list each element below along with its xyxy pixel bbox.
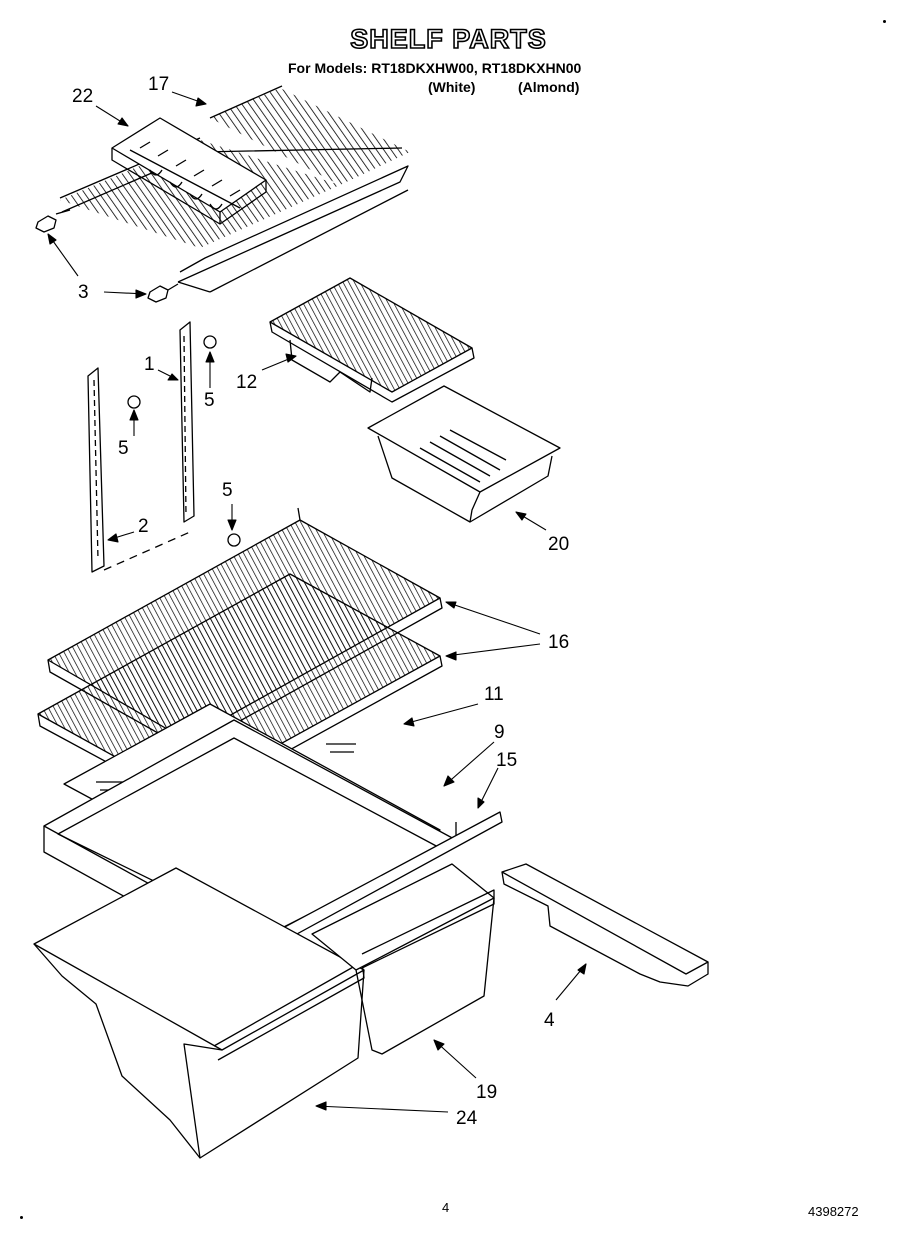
document-number: 4398272: [808, 1204, 859, 1219]
callout-20: 20: [548, 534, 569, 555]
callout-11: 11: [484, 684, 504, 705]
scan-speck-bottom: [20, 1216, 23, 1219]
page-title: SHELF PARTS: [349, 23, 547, 55]
callout-3: 3: [78, 282, 89, 303]
part-5-screws: [127, 335, 241, 547]
callout-1: 1: [144, 354, 155, 375]
part-22-ice-cube-tray: [111, 117, 267, 225]
models-line: For Models: RT18DKXHW00, RT18DKXHN00: [288, 60, 582, 76]
page-number: 4: [442, 1200, 450, 1215]
variant-white: (White): [428, 79, 476, 95]
callout-22: 22: [72, 86, 93, 107]
callout-17: 17: [148, 74, 169, 95]
callout-12: 12: [236, 372, 257, 393]
scan-speck-top: [883, 20, 886, 23]
callout-4: 4: [544, 1010, 555, 1031]
part-20-meat-pan: [367, 385, 561, 523]
callout-5-lower: 5: [222, 480, 233, 501]
variant-almond: (Almond): [518, 79, 580, 95]
callout-19: 19: [476, 1082, 497, 1103]
part-12-meat-pan-cover: [269, 277, 475, 403]
callout-24: 24: [456, 1108, 478, 1129]
part-19-crisper-drawer-right: [311, 863, 495, 1055]
leader-lines: [47, 91, 587, 1113]
callout-16: 16: [548, 632, 569, 653]
part-3-shelf-end-caps: [35, 209, 179, 303]
callout-2: 2: [138, 516, 149, 537]
part-1-shelf-support-right: [179, 321, 195, 523]
part-24-crisper-drawer-left: [33, 867, 365, 1159]
callout-5-upper: 5: [204, 390, 215, 411]
callout-15: 15: [496, 750, 517, 771]
callout-5-left: 5: [118, 438, 129, 459]
callout-9: 9: [494, 722, 505, 743]
callout-numbers: 22 17 3 1 5 5 12 5 2 20 16 11 9 15 4 19 …: [72, 74, 569, 1129]
part-2-shelf-support-left: [87, 367, 191, 573]
part-4-cover-support: [501, 863, 709, 987]
